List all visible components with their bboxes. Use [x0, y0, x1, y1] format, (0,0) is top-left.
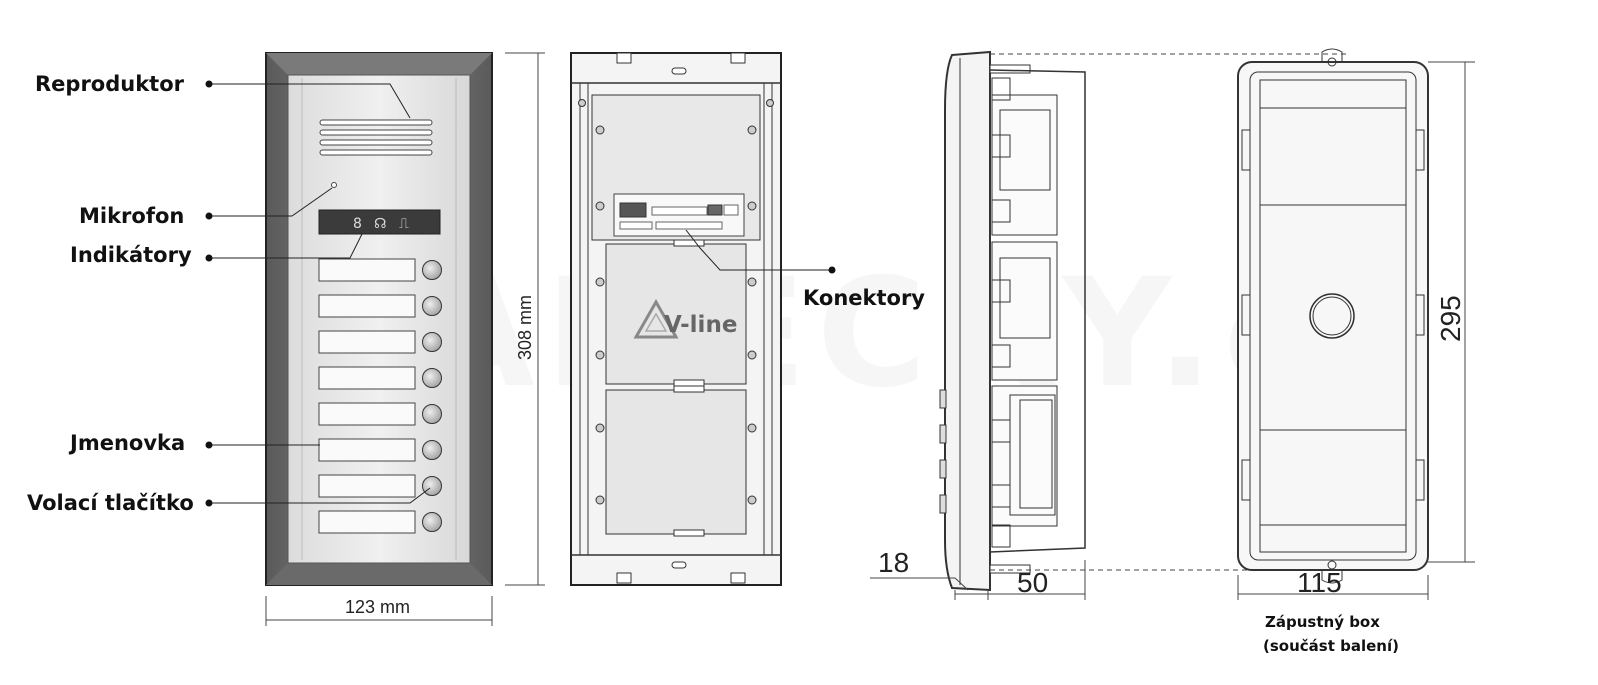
- label-connectors: Konektory: [803, 286, 925, 310]
- nameplate-4: [318, 366, 416, 390]
- nameplate-6: [318, 438, 416, 462]
- nameplate-5: [318, 402, 416, 426]
- nameplate-2: [318, 294, 416, 318]
- indicator-strip: 8 ☊ ⎍: [318, 209, 441, 235]
- call-button-7: [422, 476, 442, 496]
- indicator-glyph-2: ☊: [374, 216, 386, 232]
- nameplate-3: [318, 330, 416, 354]
- call-button-4: [422, 368, 442, 388]
- nameplate-column: [318, 258, 442, 534]
- call-button-8: [422, 512, 442, 532]
- label-microphone: Mikrofon: [79, 204, 184, 228]
- nameplate-1: [318, 258, 416, 282]
- label-speaker: Reproduktor: [35, 72, 185, 96]
- side-view: [939, 50, 1086, 592]
- back-panel: [570, 52, 782, 586]
- label-indicators: Indikátory: [70, 243, 192, 267]
- box-width-label: 115: [1297, 567, 1342, 598]
- label-call-button: Volací tlačítko: [27, 491, 194, 515]
- nameplate-8: [318, 510, 416, 534]
- indicator-glyph-1: 8: [353, 216, 362, 232]
- front-width-label: 123 mm: [345, 597, 410, 617]
- front-height-label: 308 mm: [515, 295, 535, 360]
- nameplate-7: [318, 474, 416, 498]
- front-dimension-lines: [265, 52, 545, 626]
- call-button-3: [422, 332, 442, 352]
- side-front-depth-label: 18: [878, 547, 909, 578]
- call-button-1: [422, 260, 442, 280]
- brand-logo-text: V-line: [664, 312, 737, 338]
- flush-box: [1237, 48, 1429, 584]
- call-button-2: [422, 296, 442, 316]
- speaker-grille: [319, 119, 433, 156]
- side-depth-label: 50: [1017, 567, 1048, 598]
- flush-box-subtitle: (součást balení): [1263, 637, 1399, 655]
- call-button-5: [422, 404, 442, 424]
- flush-box-title: Zápustný box: [1265, 613, 1380, 631]
- callout-leaders: [210, 83, 831, 504]
- call-button-6: [422, 440, 442, 460]
- callout-dots: [205, 80, 836, 507]
- front-panel: 8 ☊ ⎍: [265, 52, 493, 586]
- indicator-glyph-3: ⎍: [399, 216, 409, 232]
- microphone-hole: [331, 182, 337, 188]
- box-dimension-lines: [1237, 61, 1475, 600]
- box-height-label: 295: [1435, 295, 1466, 342]
- label-nameplate: Jmenovka: [68, 431, 185, 455]
